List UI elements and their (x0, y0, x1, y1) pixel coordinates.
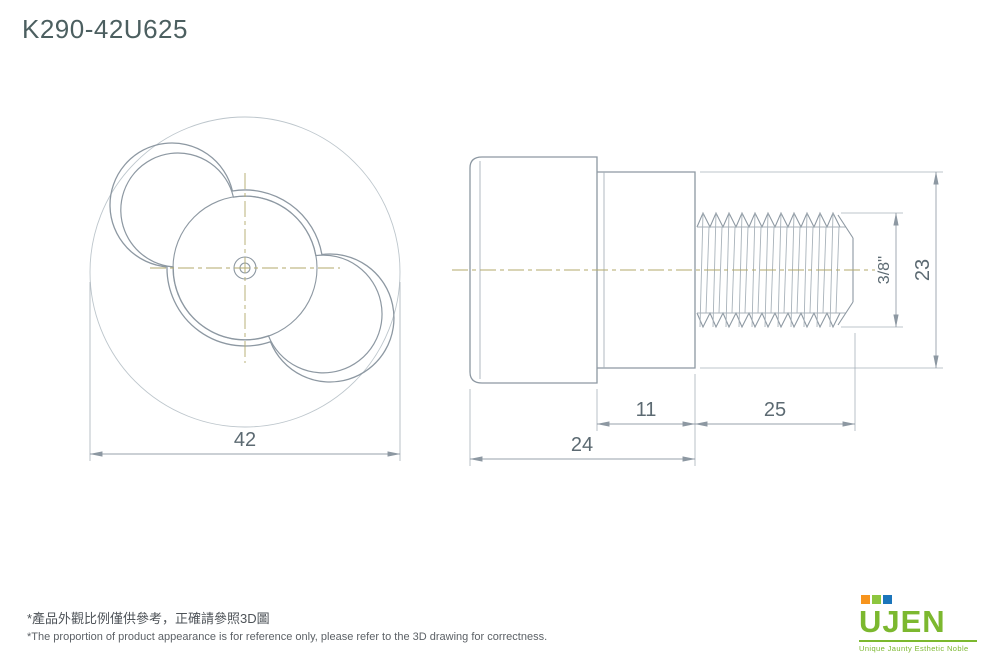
dim-thread-length-label: 25 (764, 399, 786, 421)
page-title: K290-42U625 (22, 14, 188, 44)
company-logo: UJEN Unique Jaunty Esthetic Noble (859, 595, 977, 653)
dim-body-length: 24 (469, 374, 696, 466)
dim-hub-length: 11 (596, 389, 696, 431)
dim-thread-length: 25 (694, 333, 856, 431)
footer-notes: *產品外觀比例僅供參考，正確請參照3D圖 *The proportion of … (27, 608, 547, 643)
dim-front-diameter-label: 42 (234, 429, 256, 451)
logo-block-orange-icon (861, 595, 870, 604)
dim-front-diameter: 42 (89, 282, 401, 461)
logo-block-blue-icon (883, 595, 892, 604)
outer-diameter-circle (89, 116, 401, 428)
knob-outline (109, 142, 395, 383)
dim-thread-size: 3/8'' (841, 212, 903, 328)
logo-name: UJEN (859, 604, 946, 639)
logo-color-blocks-icon (861, 595, 977, 604)
dim-body-length-label: 24 (571, 434, 593, 456)
dim-thread-size-label: 3/8'' (876, 256, 893, 284)
logo-block-green-icon (872, 595, 881, 604)
thread-crest-top (696, 211, 841, 229)
logo-tagline: Unique Jaunty Esthetic Noble (859, 644, 969, 653)
hub-profile (597, 171, 696, 369)
note-english: *The proportion of product appearance is… (27, 631, 548, 643)
note-chinese: *產品外觀比例僅供參考，正確請參照3D圖 (27, 611, 270, 626)
knob-body-profile (469, 156, 598, 384)
dim-body-height: 23 (700, 171, 943, 369)
dimensions: 42 24 11 25 3/8'' 23 (89, 171, 943, 466)
thread-crest-bottom (696, 311, 841, 329)
front-view (89, 116, 401, 428)
logo-divider (859, 640, 977, 642)
front-center-crosshair (150, 173, 340, 363)
dim-body-height-label: 23 (912, 259, 934, 281)
side-view (452, 156, 875, 384)
dim-hub-length-label: 11 (636, 399, 657, 421)
